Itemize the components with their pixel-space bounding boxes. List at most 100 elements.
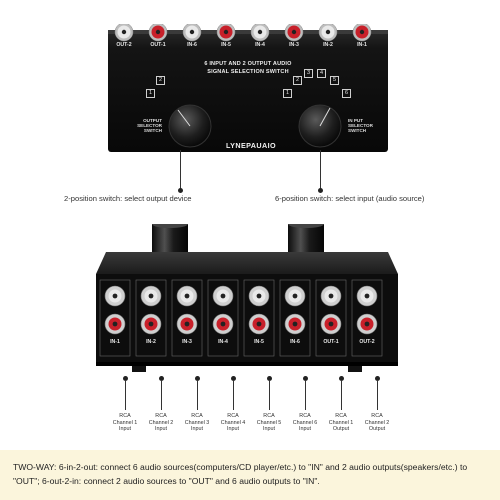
input-position-1: 1 (283, 89, 292, 98)
rca-callout-dot (159, 376, 164, 381)
input-selector-label-line3: SWITCH (348, 128, 367, 133)
rca-label-ch3-in-line3: Input (191, 426, 203, 433)
input-selector-label-line2: SELECTOR (348, 123, 373, 128)
rca-callout-line (269, 380, 270, 410)
input-position-4: 4 (317, 69, 326, 78)
info-band: TWO-WAY: 6-in-2-out: connect 6 audio sou… (0, 450, 500, 500)
input-selector-label-line1: IN PUT (348, 118, 364, 123)
top-rca-pin (291, 29, 297, 35)
port-column-frame (99, 279, 131, 357)
device-title-line2: SIGNAL SELECTION SWITCH (207, 69, 289, 75)
bottom-port-label-in4: IN-4 (218, 339, 228, 345)
rca-label-ch1-out-line2: Channel 1 (328, 419, 354, 426)
rca-label-ch2-in-line2: Channel 2 (148, 419, 174, 426)
top-rca-pin (121, 29, 127, 35)
rca-label-ch4-in-line3: Input (227, 426, 239, 433)
output-selector-label: OUTPUT SELECTOR SWITCH (114, 118, 162, 133)
bottom-rca-white-pin (364, 293, 370, 299)
rca-callout-line (233, 380, 234, 410)
top-port-label-in6: IN-6 (187, 42, 197, 48)
rca-callout-line (377, 380, 378, 410)
rca-label-ch2-in-line3: Input (155, 426, 167, 433)
bottom-port-label-in2: IN-2 (146, 339, 156, 345)
input-switch-callout: 6-position switch: select input (audio s… (275, 194, 425, 203)
top-switch-device: OUT-2 OUT-1 IN-6 IN-5 IN-4 IN-3 IN-2 IN-… (108, 24, 388, 152)
rca-label-ch1-out-line3: Output (332, 426, 350, 433)
top-port-label-out1: OUT-1 (150, 42, 166, 48)
rca-label-ch2-out-line2: Channel 2 (364, 419, 390, 426)
top-port-label-in1: IN-1 (357, 42, 367, 48)
output-switch-callout: 2-position switch: select output device (64, 194, 192, 203)
rca-label-ch1-out-line1: RCA (335, 413, 347, 419)
rca-label-ch3-in-line1: RCA (191, 413, 203, 419)
input-callout-dot (318, 188, 323, 193)
bottom-device-body (96, 224, 398, 372)
top-rca-pin (359, 29, 365, 35)
port-column-frame (243, 279, 275, 357)
rca-callout-dot (375, 376, 380, 381)
top-port-label-in5: IN-5 (221, 42, 231, 48)
top-port-label-in4: IN-4 (255, 42, 265, 48)
port-column-frame (171, 279, 203, 357)
rca-label-ch4-in-line1: RCA (227, 413, 239, 419)
rca-label-ch2-in-line1: RCA (155, 413, 167, 419)
bottom-port-label-in6: IN-6 (290, 339, 300, 345)
bottom-rca-white-pin (184, 293, 190, 299)
top-rca-pin (325, 29, 331, 35)
output-position-1: 1 (146, 89, 155, 98)
input-position-5: 5 (330, 76, 339, 85)
rca-label-ch4-in-line2: Channel 4 (220, 419, 246, 426)
output-callout-dot (178, 188, 183, 193)
port-column-frame (279, 279, 311, 357)
rca-callout-line (197, 380, 198, 410)
bottom-port-label-out1: OUT-1 (323, 339, 339, 345)
rca-label-ch1-in-line2: Channel 1 (112, 419, 138, 426)
bottom-rca-white-pin (220, 293, 226, 299)
bottom-port-label-in1: IN-1 (110, 339, 120, 345)
bottom-rca-red-pin (184, 321, 190, 327)
rca-label-ch6-in-line3: Input (299, 426, 311, 433)
brand-logo: LYNEPAUAIO (226, 141, 276, 150)
bottom-rca-white-pin (256, 293, 262, 299)
port-column-frame (351, 279, 383, 357)
rca-callout-dot (339, 376, 344, 381)
rca-callout-line (341, 380, 342, 410)
two-way-description: TWO-WAY: 6-in-2-out: connect 6 audio sou… (13, 462, 468, 486)
bottom-rca-white-pin (292, 293, 298, 299)
bottom-rca-white-pin (148, 293, 154, 299)
output-selector-label-line2: SELECTOR (137, 123, 162, 128)
rca-callout-line (161, 380, 162, 410)
port-column-frame (207, 279, 239, 357)
rca-label-ch6-in-line2: Channel 6 (292, 419, 318, 426)
top-rca-pin (257, 29, 263, 35)
bottom-rca-red-pin (220, 321, 226, 327)
input-position-2: 2 (293, 76, 302, 85)
rca-callout-dot (123, 376, 128, 381)
rca-label-ch3-in-line2: Channel 3 (184, 419, 210, 426)
bottom-port-label-in5: IN-5 (254, 339, 264, 345)
input-position-3: 3 (304, 69, 313, 78)
bottom-rca-red-pin (112, 321, 118, 327)
port-column-frame (315, 279, 347, 357)
rca-label-ch5-in-line3: Input (263, 426, 275, 433)
rca-callout-line (125, 380, 126, 410)
top-port-label-in2: IN-2 (323, 42, 333, 48)
rca-label-ch1-in-line1: RCA (119, 413, 131, 419)
device-title-line1: 6 INPUT AND 2 OUTPUT AUDIO (204, 61, 292, 67)
rca-label-ch1-in-line3: Input (119, 426, 131, 433)
output-selector-label-line1: OUTPUT (143, 118, 162, 123)
rca-label-ch6-in-line1: RCA (299, 413, 311, 419)
bottom-rca-white-pin (112, 293, 118, 299)
rca-label-ch2-out-line3: Output (368, 426, 386, 433)
top-rca-pin (155, 29, 161, 35)
bottom-rca-white-pin (328, 293, 334, 299)
rca-callout-dot (231, 376, 236, 381)
bottom-switch-device: IN-1 IN-2 IN-3 IN-4 IN-5 IN-6 OUT-1 OUT-… (92, 224, 402, 374)
